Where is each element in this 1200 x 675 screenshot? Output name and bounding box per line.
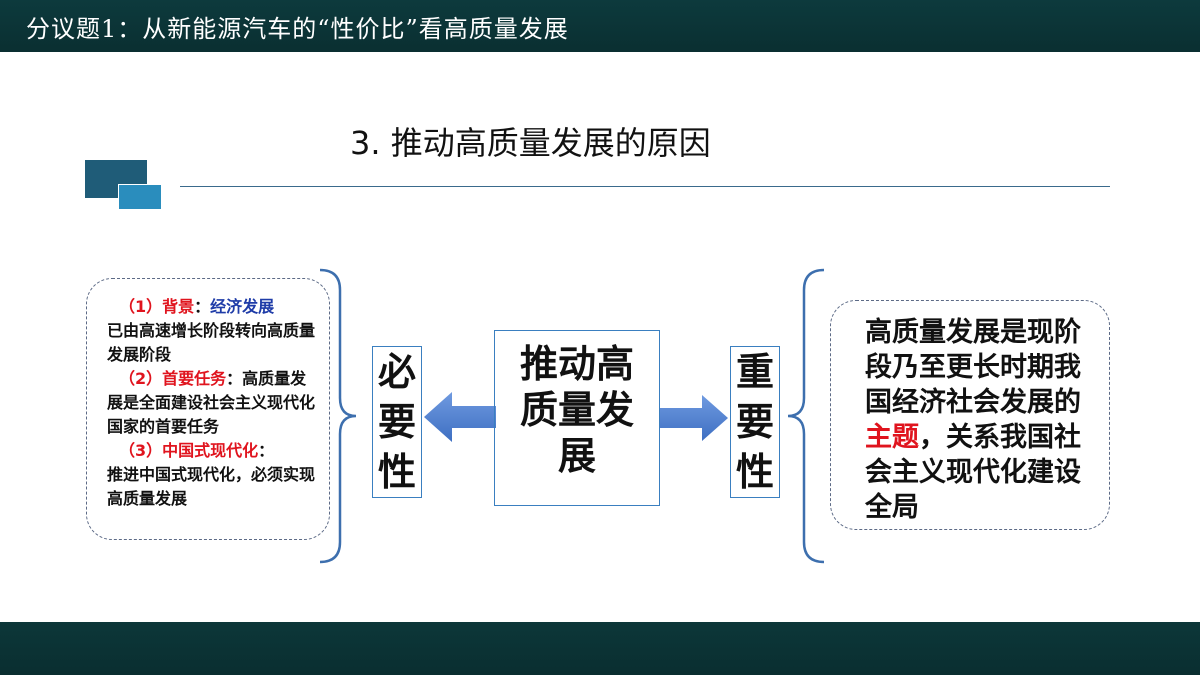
importance-char-3: 性 <box>735 450 774 494</box>
reason-1-colon: ： <box>194 297 211 316</box>
importance-text-part-2: ，关系我国社会主义现代化建设全局 <box>865 422 1081 523</box>
reason-1-key: 经济发展 <box>210 297 275 316</box>
page-title: 分议题1：从新能源汽车的“性价比”看高质量发展 <box>26 15 569 43</box>
arrow-right-icon <box>660 395 728 441</box>
core-concept-box: 推动高 质量发 展 <box>494 330 660 506</box>
reason-1: （1）背景：经济发展 <box>107 295 315 319</box>
importance-char-1: 重 <box>735 350 774 394</box>
background-reasons-box: （1）背景：经济发展 已由高速增长阶段转向高质量发展阶段 （2）首要任务：高质量… <box>86 278 330 540</box>
necessity-char-3: 性 <box>377 450 416 494</box>
core-line-2: 质量发 <box>519 388 634 432</box>
importance-text-box: 高质量发展是现阶段乃至更长时期我国经济社会发展的主题，关系我国社会主义现代化建设… <box>830 300 1110 530</box>
left-brace-icon <box>319 268 357 564</box>
decor-block-light <box>118 184 162 210</box>
importance-box: 重 要 性 <box>730 346 780 498</box>
importance-text-part-1: 高质量发展是现阶段乃至更长时期我国经济社会发展的 <box>865 317 1081 418</box>
reason-1-text: 已由高速增长阶段转向高质量发展阶段 <box>107 321 316 364</box>
reason-2-label: （2）首要任务 <box>119 369 227 388</box>
title-underline <box>180 186 1110 187</box>
reason-1-label: （1）背景 <box>119 297 195 316</box>
core-line-1: 推动高 <box>519 342 634 386</box>
core-line-3: 展 <box>557 434 596 478</box>
reason-3: （3）中国式现代化： <box>107 439 315 463</box>
right-brace-icon <box>787 268 825 564</box>
importance-highlight: 主题 <box>865 422 919 453</box>
importance-char-2: 要 <box>735 400 774 444</box>
reason-3-text: 推进中国式现代化，必须实现高质量发展 <box>107 465 316 508</box>
section-title: 3. 推动高质量发展的原因 <box>350 124 711 162</box>
arrow-left-icon <box>424 392 496 442</box>
reason-3-label: （3）中国式现代化 <box>119 441 259 460</box>
header-bar: 分议题1：从新能源汽车的“性价比”看高质量发展 <box>0 0 1200 52</box>
footer-bar <box>0 622 1200 675</box>
reason-3-colon: ： <box>258 441 275 460</box>
reason-2: （2）首要任务：高质量发展是全面建设社会主义现代化国家的首要任务 <box>107 367 315 439</box>
reason-2-text: ：高质量发展是全面建设社会主义现代化国家的首要任务 <box>107 369 316 436</box>
necessity-box: 必 要 性 <box>372 346 422 498</box>
necessity-char-1: 必 <box>377 350 416 394</box>
necessity-char-2: 要 <box>377 400 416 444</box>
